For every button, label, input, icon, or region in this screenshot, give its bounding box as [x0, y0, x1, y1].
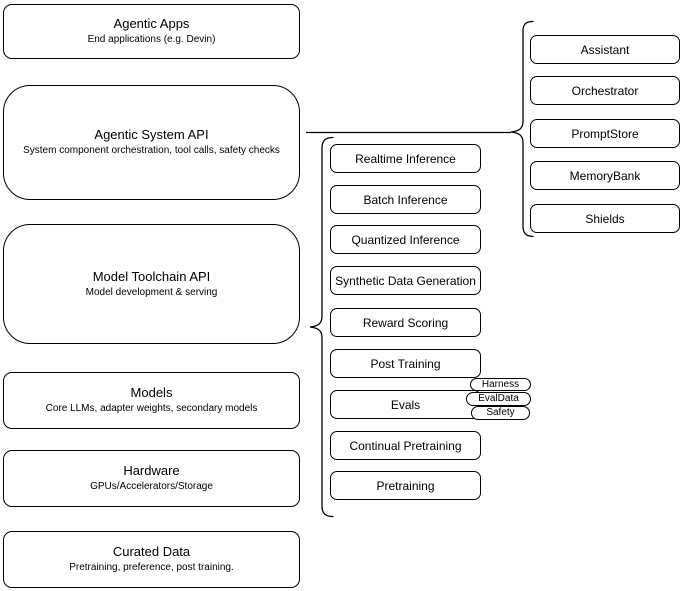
layer-title: Model Toolchain API	[92, 268, 211, 284]
toolchain-item-reward-scoring: Reward Scoring	[330, 308, 481, 337]
layer-subtitle: End applications (e.g. Devin)	[87, 34, 216, 45]
component-shields: Shields	[530, 204, 680, 233]
layer-subtitle: Core LLMs, adapter weights, secondary mo…	[45, 403, 258, 414]
eval-tag-label: EvalData	[478, 393, 519, 404]
layer-title: Agentic System API	[94, 127, 209, 142]
toolchain-item-label: Synthetic Data Generation	[335, 273, 476, 288]
toolchain-item-label: Realtime Inference	[355, 151, 456, 166]
toolchain-item-label: Pretraining	[376, 478, 435, 493]
toolchain-item-evals: Evals	[330, 390, 481, 419]
toolchain-item-label: Batch Inference	[363, 192, 448, 207]
layer-models: Models Core LLMs, adapter weights, secon…	[3, 372, 300, 429]
layer-subtitle: GPUs/Accelerators/Storage	[90, 481, 213, 492]
eval-tag-safety: Safety	[471, 406, 530, 420]
layer-model-toolchain-api: Model Toolchain API Model development & …	[3, 224, 300, 344]
toolchain-item-label: Quantized Inference	[351, 232, 460, 247]
layer-title: Hardware	[123, 463, 180, 478]
toolchain-item-label: Reward Scoring	[362, 315, 449, 330]
component-memorybank: MemoryBank	[530, 161, 680, 190]
system-components-bracket	[510, 20, 534, 238]
layer-title: Agentic Apps	[113, 16, 190, 31]
eval-tag-label: Safety	[486, 407, 515, 418]
eval-tag-label: Harness	[481, 378, 520, 390]
toolchain-item-quantized-inference: Quantized Inference	[330, 225, 481, 254]
toolchain-item-label: Evals	[390, 397, 421, 412]
layer-agentic-system-api: Agentic System API System component orch…	[3, 85, 300, 200]
component-label: Assistant	[580, 42, 630, 57]
component-label: MemoryBank	[569, 168, 641, 183]
toolchain-item-batch-inference: Batch Inference	[330, 185, 481, 214]
toolchain-item-label: Continual Pretraining	[349, 438, 462, 453]
layer-hardware: Hardware GPUs/Accelerators/Storage	[3, 450, 300, 507]
layer-subtitle: Model development & serving	[85, 286, 218, 298]
component-label: Orchestrator	[571, 83, 639, 98]
toolchain-item-label: Post Training	[370, 356, 441, 371]
toolchain-item-realtime-inference: Realtime Inference	[330, 144, 481, 173]
layer-curated-data: Curated Data Pretraining, preference, po…	[3, 531, 300, 588]
eval-tag-evaldata: EvalData	[466, 392, 531, 406]
component-label: PromptStore	[571, 126, 639, 141]
layer-agentic-apps: Agentic Apps End applications (e.g. Devi…	[3, 4, 300, 59]
eval-tag-harness: Harness	[470, 378, 531, 391]
toolchain-item-continual-pretraining: Continual Pretraining	[330, 431, 481, 460]
component-assistant: Assistant	[530, 35, 680, 64]
layer-subtitle: Pretraining, preference, post training.	[69, 562, 234, 573]
layer-title: Models	[130, 385, 173, 400]
toolchain-item-post-training: Post Training	[330, 349, 481, 378]
component-promptstore: PromptStore	[530, 119, 680, 148]
toolchain-bracket	[309, 136, 334, 518]
toolchain-item-pretraining: Pretraining	[330, 471, 481, 500]
toolchain-item-synthetic-data-generation: Synthetic Data Generation	[330, 266, 481, 295]
component-label: Shields	[585, 211, 625, 226]
layer-title: Curated Data	[112, 544, 191, 559]
layer-subtitle: System component orchestration, tool cal…	[23, 145, 280, 156]
component-orchestrator: Orchestrator	[530, 76, 680, 105]
